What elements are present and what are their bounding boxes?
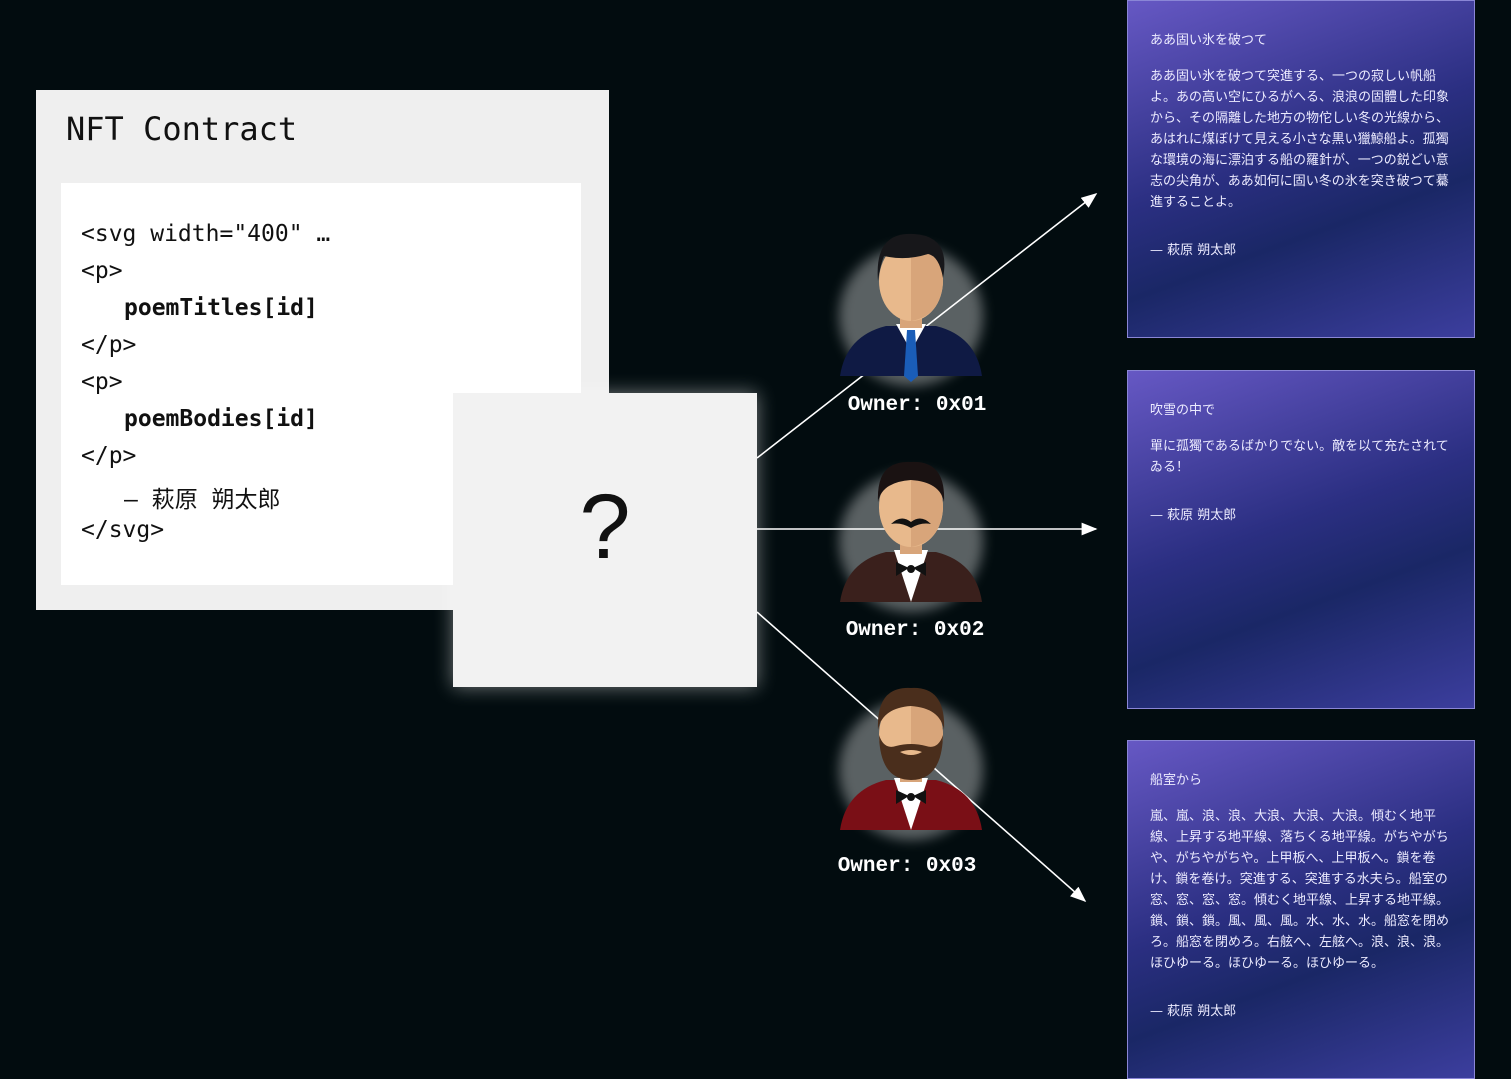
code-line-p-close: </p> bbox=[81, 332, 137, 358]
question-mark: ? bbox=[579, 476, 631, 578]
poem-body-2: 單に孤獨であるばかりでない。敵を以て充たされてゐる！ bbox=[1150, 439, 1449, 475]
poem-title-3: 船室から bbox=[1150, 773, 1203, 788]
poem-card-1: ああ固い氷を破つて ああ固い氷を破つて突進する、一つの寂しい帆船よ。あの高い空に… bbox=[1127, 0, 1475, 338]
code-line-p-close-2: </p> bbox=[81, 443, 137, 469]
poem-card-3: 船室から 嵐、嵐、浪、浪、大浪、大浪、大浪。傾むく地平線、上昇する地平線、落ちく… bbox=[1127, 740, 1475, 1079]
owner-label-2: Owner: 0x02 bbox=[845, 619, 985, 642]
unknown-render-box: ? bbox=[453, 393, 757, 687]
code-line-p-open: <p> bbox=[81, 258, 123, 284]
poem-author-2: — 萩原 朔太郎 bbox=[1150, 508, 1237, 523]
code-line-p-open-2: <p> bbox=[81, 369, 123, 395]
contract-title: NFT Contract bbox=[66, 110, 298, 148]
owner-label-1: Owner: 0x01 bbox=[847, 394, 987, 417]
code-line-svg-close: </svg> bbox=[81, 517, 165, 543]
man-tie-avatar-icon bbox=[836, 226, 986, 388]
nft-contract-panel: NFT Contract <svg width="400" … <p> poem… bbox=[36, 90, 609, 610]
poem-card-2: 吹雪の中で 單に孤獨であるばかりでない。敵を以て充たされてゐる！ — 萩原 朔太… bbox=[1127, 370, 1475, 709]
code-line-svg-open: <svg width="400" … bbox=[81, 221, 331, 247]
code-line-author: — 萩原 朔太郎 bbox=[124, 487, 281, 513]
poem-author-1: — 萩原 朔太郎 bbox=[1150, 243, 1237, 258]
poem-title-1: ああ固い氷を破つて bbox=[1150, 33, 1268, 48]
code-line-poem-titles: poemTitles[id] bbox=[124, 295, 318, 321]
poem-author-3: — 萩原 朔太郎 bbox=[1150, 1004, 1237, 1019]
man-mustache-avatar-icon bbox=[836, 452, 986, 614]
code-line-poem-bodies: poemBodies[id] bbox=[124, 406, 318, 432]
man-beard-avatar-icon bbox=[836, 680, 986, 842]
poem-title-2: 吹雪の中で bbox=[1150, 403, 1216, 418]
poem-body-1: ああ固い氷を破つて突進する、一つの寂しい帆船よ。あの高い空にひるがへる、浪浪の固… bbox=[1150, 69, 1450, 210]
poem-body-3: 嵐、嵐、浪、浪、大浪、大浪、大浪。傾むく地平線、上昇する地平線、落ちくる地平線。… bbox=[1150, 809, 1450, 971]
owner-label-3: Owner: 0x03 bbox=[837, 855, 977, 878]
